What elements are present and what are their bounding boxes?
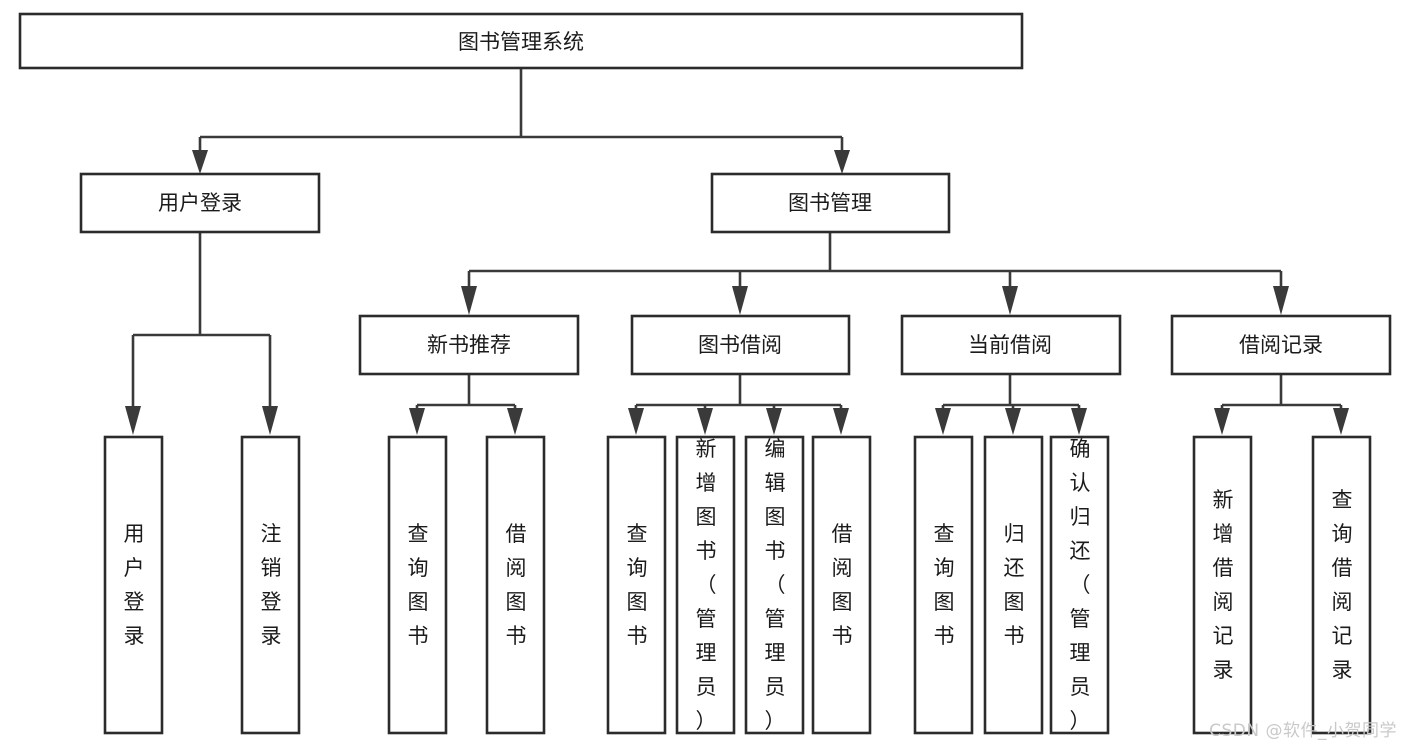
node-leaf-user-login-box[interactable] <box>103 435 164 735</box>
node-root[interactable]: 图书管理系统 <box>18 12 1024 70</box>
node-new-book-recommend-label: 新书推荐 <box>427 333 511 357</box>
node-borrow-record-box[interactable] <box>1170 314 1392 376</box>
node-leaf-add-record[interactable]: 新增借阅记录 <box>1192 435 1253 735</box>
node-leaf-edit-book[interactable]: 编辑图书（管理员） <box>744 435 805 735</box>
node-leaf-edit-book-box[interactable] <box>744 435 805 735</box>
node-leaf-query-book-3[interactable]: 查询图书 <box>913 435 974 735</box>
node-leaf-query-book-1[interactable]: 查询图书 <box>387 435 448 735</box>
node-book-borrow[interactable]: 图书借阅 <box>630 314 851 376</box>
arrow-head-user-login <box>192 150 208 174</box>
node-book-manage-box[interactable] <box>710 172 951 234</box>
arrow-head-leaf-query-record <box>1333 408 1349 435</box>
node-borrow-record[interactable]: 借阅记录 <box>1170 314 1392 376</box>
node-leaf-borrow-book-1-label: 借阅图书 <box>506 522 527 648</box>
node-leaf-add-record-label: 新增借阅记录 <box>1213 488 1234 682</box>
node-current-borrow[interactable]: 当前借阅 <box>900 314 1122 376</box>
node-leaf-borrow-book-1[interactable]: 借阅图书 <box>485 435 546 735</box>
arrow-head-leaf-borrow-book-2 <box>833 408 849 435</box>
arrow-head-leaf-edit-book <box>766 408 782 435</box>
node-book-manage[interactable]: 图书管理 <box>710 172 951 234</box>
node-leaf-borrow-book-2[interactable]: 借阅图书 <box>811 435 872 735</box>
arrow-head-book-manage <box>834 150 850 174</box>
node-new-book-recommend-box[interactable] <box>358 314 580 376</box>
node-book-borrow-box[interactable] <box>630 314 851 376</box>
arrow-head-leaf-query-book-1 <box>409 408 425 435</box>
node-root-box[interactable] <box>18 12 1024 70</box>
arrow-head-leaf-return-book <box>1005 408 1021 435</box>
arrow-head-leaf-query-book-2 <box>628 408 644 435</box>
node-leaf-query-book-1-label: 查询图书 <box>408 522 429 648</box>
arrow-head-leaf-add-book <box>697 408 713 435</box>
node-leaf-query-book-3-box[interactable] <box>913 435 974 735</box>
node-leaf-borrow-book-1-box[interactable] <box>485 435 546 735</box>
node-leaf-confirm-return-box[interactable] <box>1049 435 1110 735</box>
node-leaf-add-book[interactable]: 新增图书（管理员） <box>675 435 736 735</box>
node-borrow-record-label: 借阅记录 <box>1239 333 1323 357</box>
node-user-login-label: 用户登录 <box>158 191 242 215</box>
node-leaf-user-login-label: 用户登录 <box>124 522 145 648</box>
node-leaf-return-book-label: 归还图书 <box>1004 522 1025 648</box>
connector-layer <box>125 68 1349 435</box>
node-book-borrow-label: 图书借阅 <box>698 333 782 357</box>
node-current-borrow-box[interactable] <box>900 314 1122 376</box>
node-leaf-query-record-box[interactable] <box>1311 435 1372 735</box>
arrow-head-leaf-confirm-return <box>1071 408 1087 435</box>
node-leaf-borrow-book-2-label: 借阅图书 <box>832 522 853 648</box>
node-leaf-query-book-1-box[interactable] <box>387 435 448 735</box>
node-leaf-confirm-return[interactable]: 确认归还（管理员） <box>1049 435 1110 735</box>
node-leaf-logout-label: 注销登录 <box>261 522 282 648</box>
arrow-head-leaf-borrow-book-1 <box>507 408 523 435</box>
node-leaf-borrow-book-2-box[interactable] <box>811 435 872 735</box>
node-root-label: 图书管理系统 <box>458 30 584 54</box>
csdn-watermark: CSDN @软件_小贺同学 <box>1209 721 1397 741</box>
arrow-head-leaf-logout <box>262 406 278 435</box>
node-user-login[interactable]: 用户登录 <box>79 172 321 234</box>
node-leaf-edit-book-label: 编辑图书（管理员） <box>765 437 786 733</box>
node-leaf-return-book[interactable]: 归还图书 <box>983 435 1044 735</box>
arrow-head-book-borrow <box>732 286 748 315</box>
arrow-head-current-borrow <box>1002 286 1018 315</box>
node-leaf-add-book-box[interactable] <box>675 435 736 735</box>
node-leaf-query-book-3-label: 查询图书 <box>934 522 955 648</box>
arrow-head-borrow-record <box>1273 286 1289 315</box>
node-current-borrow-label: 当前借阅 <box>968 333 1052 357</box>
node-leaf-query-book-2[interactable]: 查询图书 <box>606 435 667 735</box>
node-leaf-add-book-label: 新增图书（管理员） <box>696 437 717 733</box>
arrow-head-leaf-user-login <box>125 406 141 435</box>
arrow-head-leaf-add-record <box>1214 408 1230 435</box>
node-leaf-query-record[interactable]: 查询借阅记录 <box>1311 435 1372 735</box>
node-leaf-logout[interactable]: 注销登录 <box>240 435 301 735</box>
node-user-login-box[interactable] <box>79 172 321 234</box>
node-leaf-query-record-label: 查询借阅记录 <box>1332 488 1353 682</box>
node-leaf-return-book-box[interactable] <box>983 435 1044 735</box>
node-leaf-logout-box[interactable] <box>240 435 301 735</box>
node-leaf-add-record-box[interactable] <box>1192 435 1253 735</box>
node-new-book-recommend[interactable]: 新书推荐 <box>358 314 580 376</box>
node-book-manage-label: 图书管理 <box>788 191 872 215</box>
node-leaf-user-login[interactable]: 用户登录 <box>103 435 164 735</box>
node-leaf-query-book-2-box[interactable] <box>606 435 667 735</box>
arrow-head-leaf-query-book-3 <box>935 408 951 435</box>
node-leaf-confirm-return-label: 确认归还（管理员） <box>1070 437 1091 733</box>
arrow-head-new-book-recommend <box>461 286 477 315</box>
node-leaf-query-book-2-label: 查询图书 <box>627 522 648 648</box>
